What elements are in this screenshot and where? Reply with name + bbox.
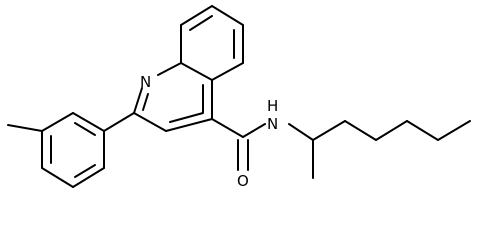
amide-nitrogen-label: N xyxy=(267,115,278,133)
bond xyxy=(211,62,244,81)
bond xyxy=(406,120,439,141)
bond xyxy=(133,87,143,114)
methyl-bond xyxy=(7,124,43,132)
bond xyxy=(344,120,377,141)
bond xyxy=(242,123,266,138)
bond xyxy=(312,120,346,141)
double-bond xyxy=(74,164,96,178)
bond xyxy=(103,112,135,132)
bond xyxy=(375,120,408,141)
bond xyxy=(180,5,213,26)
benzo-ring xyxy=(180,5,244,81)
double-bond xyxy=(74,122,96,136)
bond xyxy=(133,112,167,132)
amide-hydrogen-label: H xyxy=(267,97,278,115)
bond xyxy=(165,118,213,132)
double-bond xyxy=(189,15,213,31)
bond xyxy=(211,118,244,138)
bond xyxy=(437,120,471,141)
bond xyxy=(72,167,105,188)
bond xyxy=(72,112,105,132)
bond xyxy=(41,112,74,132)
bond xyxy=(288,123,314,141)
double-bond xyxy=(169,112,204,123)
alkyl-chain xyxy=(288,120,471,179)
tolyl-ring xyxy=(7,112,135,188)
ring-nitrogen-label: N xyxy=(140,73,151,91)
carboxamide-group xyxy=(211,118,266,171)
bond xyxy=(41,167,74,188)
bond xyxy=(180,62,213,81)
molecule-canvas: N N H O xyxy=(7,5,471,190)
pyridine-ring xyxy=(133,62,213,132)
molecule-structure: N N H O xyxy=(7,5,471,190)
bond xyxy=(211,5,244,26)
bond xyxy=(157,62,182,76)
double-bond xyxy=(142,93,149,111)
carbonyl-oxygen-label: O xyxy=(237,172,249,190)
